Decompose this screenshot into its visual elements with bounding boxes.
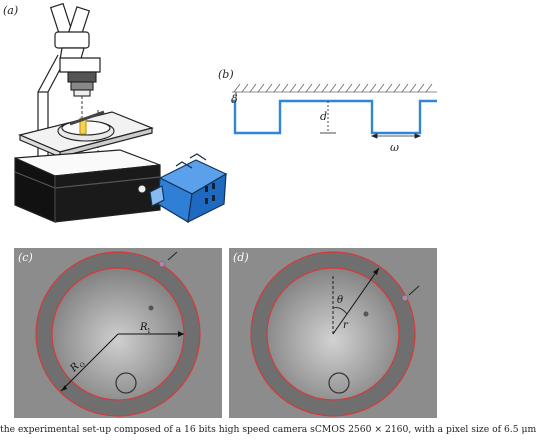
panel-b-label: (b) [218,68,234,81]
outer-radius-subscript: O [78,361,86,369]
delta-symbol: δ [231,93,238,106]
profile-schematic: (b) δ [218,62,450,172]
micrograph-d: θ r (d) [229,248,437,418]
panel-d-label: (d) [233,251,249,264]
width-symbol: ω [390,141,399,154]
angle-symbol: θ [337,295,343,306]
figure-caption: the experimental set-up composed of a 16… [0,424,536,435]
depth-symbol: d [320,110,327,123]
panel-a-label: (a) [3,4,19,17]
setup-diagram: (a) [0,0,232,240]
panel-c-label: (c) [18,251,33,264]
radius-symbol: r [343,320,349,331]
micrograph-c: R 1 R O (c) [14,248,222,418]
inner-radius-symbol: R [139,322,148,333]
droplet-image-radii: R 1 R O [14,248,222,418]
pillar-profile: δ d ω [231,83,437,154]
microscope-illustration [14,2,228,224]
droplet-image-angle: θ r [229,248,437,418]
inner-radius-subscript: 1 [147,328,151,335]
